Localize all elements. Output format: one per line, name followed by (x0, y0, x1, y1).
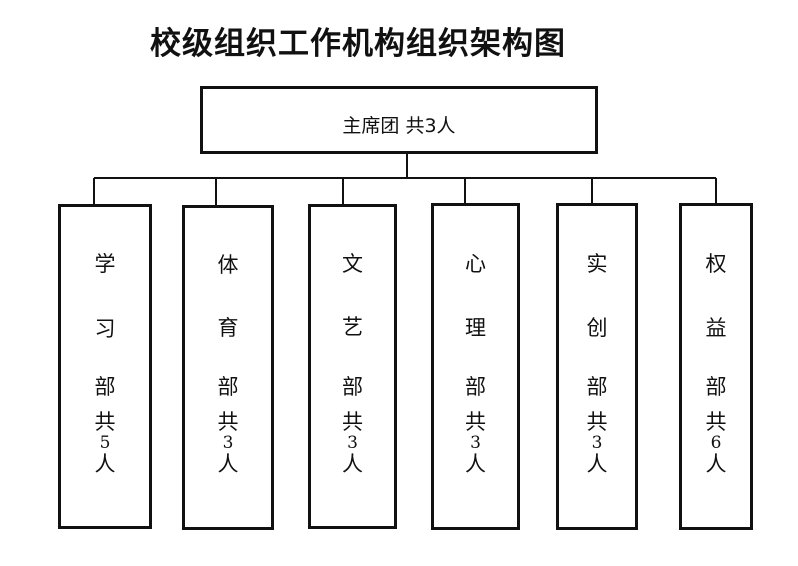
root-node-label: 主席团 共3人 (342, 115, 456, 137)
dept-count: 3 (347, 433, 358, 453)
dept-node-sports: 体 育 部 共 3 人 (182, 205, 274, 530)
dept-count: 3 (470, 433, 481, 453)
dept-node-study: 学 习 部 共 5 人 (58, 204, 152, 529)
dept-count-unit: 人 (586, 452, 608, 476)
dept-name-char: 创 (586, 316, 608, 340)
dept-count-unit: 人 (705, 452, 727, 476)
dept-count-unit: 人 (94, 452, 116, 476)
dept-name-char: 育 (217, 316, 239, 340)
dept-node-rights: 权 益 部 共 6 人 (679, 203, 753, 530)
dept-name-char: 部 (586, 375, 608, 399)
dept-count: 5 (99, 433, 111, 453)
dept-count-prefix: 共 (342, 410, 363, 434)
dept-count-unit: 人 (217, 452, 239, 476)
dept-count-prefix: 共 (586, 410, 608, 434)
dept-count: 3 (222, 433, 234, 453)
dept-name-char: 心 (465, 252, 486, 276)
dept-count: 6 (710, 433, 722, 453)
dept-name-char: 理 (465, 316, 486, 340)
dept-count-prefix: 共 (217, 410, 239, 434)
dept-name-char: 部 (217, 375, 239, 399)
root-node-presidium: 主席团 共3人 (200, 86, 598, 154)
dept-node-innovation: 实 创 部 共 3 人 (556, 203, 638, 530)
dept-name-char: 文 (342, 252, 363, 276)
dept-count-prefix: 共 (465, 410, 486, 434)
dept-count: 3 (591, 433, 603, 453)
dept-name-char: 部 (705, 375, 727, 399)
dept-node-psychology: 心 理 部 共 3 人 (431, 203, 520, 530)
dept-name-char: 权 (705, 252, 727, 276)
dept-name-char: 部 (465, 375, 486, 399)
dept-node-arts: 文 艺 部 共 3 人 (308, 204, 397, 529)
chart-title: 校级组织工作机构组织架构图 (150, 26, 566, 62)
dept-count-prefix: 共 (705, 410, 727, 434)
dept-count-unit: 人 (342, 452, 363, 476)
dept-name-char: 部 (94, 375, 116, 399)
dept-name-char: 学 (94, 252, 116, 276)
dept-count-prefix: 共 (94, 410, 116, 434)
dept-name-char: 习 (94, 317, 116, 341)
dept-name-char: 艺 (342, 315, 363, 339)
dept-name-char: 实 (586, 252, 608, 276)
dept-name-char: 益 (705, 316, 727, 340)
dept-name-char: 部 (342, 375, 363, 399)
dept-name-char: 体 (217, 253, 239, 277)
dept-count-unit: 人 (465, 452, 486, 476)
